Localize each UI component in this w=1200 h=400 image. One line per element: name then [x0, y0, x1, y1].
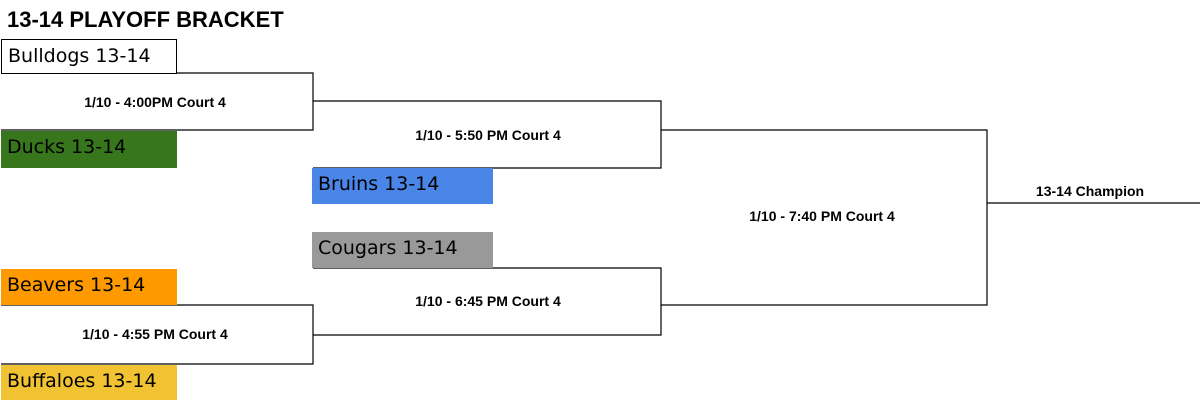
final-bracket-line: [661, 129, 988, 306]
team-bulldogs: Bulldogs 13-14: [1, 39, 177, 74]
team-beavers: Beavers 13-14: [1, 269, 177, 305]
champion-label: 13-14 Champion: [1035, 183, 1145, 199]
game1-time-label: 1/10 - 4:00PM Court 4: [84, 94, 226, 110]
game2-time-label: 1/10 - 4:55 PM Court 4: [82, 326, 228, 342]
team-buffaloes: Buffaloes 13-14: [1, 365, 177, 400]
team-bruins: Bruins 13-14: [312, 168, 493, 204]
bracket-title: 13-14 PLAYOFF BRACKET: [7, 7, 284, 32]
semi1-time-label: 1/10 - 5:50 PM Court 4: [415, 127, 561, 143]
semi2-time-label: 1/10 - 6:45 PM Court 4: [415, 293, 561, 309]
team-cougars: Cougars 13-14: [312, 232, 493, 268]
semi2-bracket-line: [313, 267, 662, 336]
team-ducks: Ducks 13-14: [1, 131, 177, 168]
final-time-label: 1/10 - 7:40 PM Court 4: [749, 208, 895, 224]
